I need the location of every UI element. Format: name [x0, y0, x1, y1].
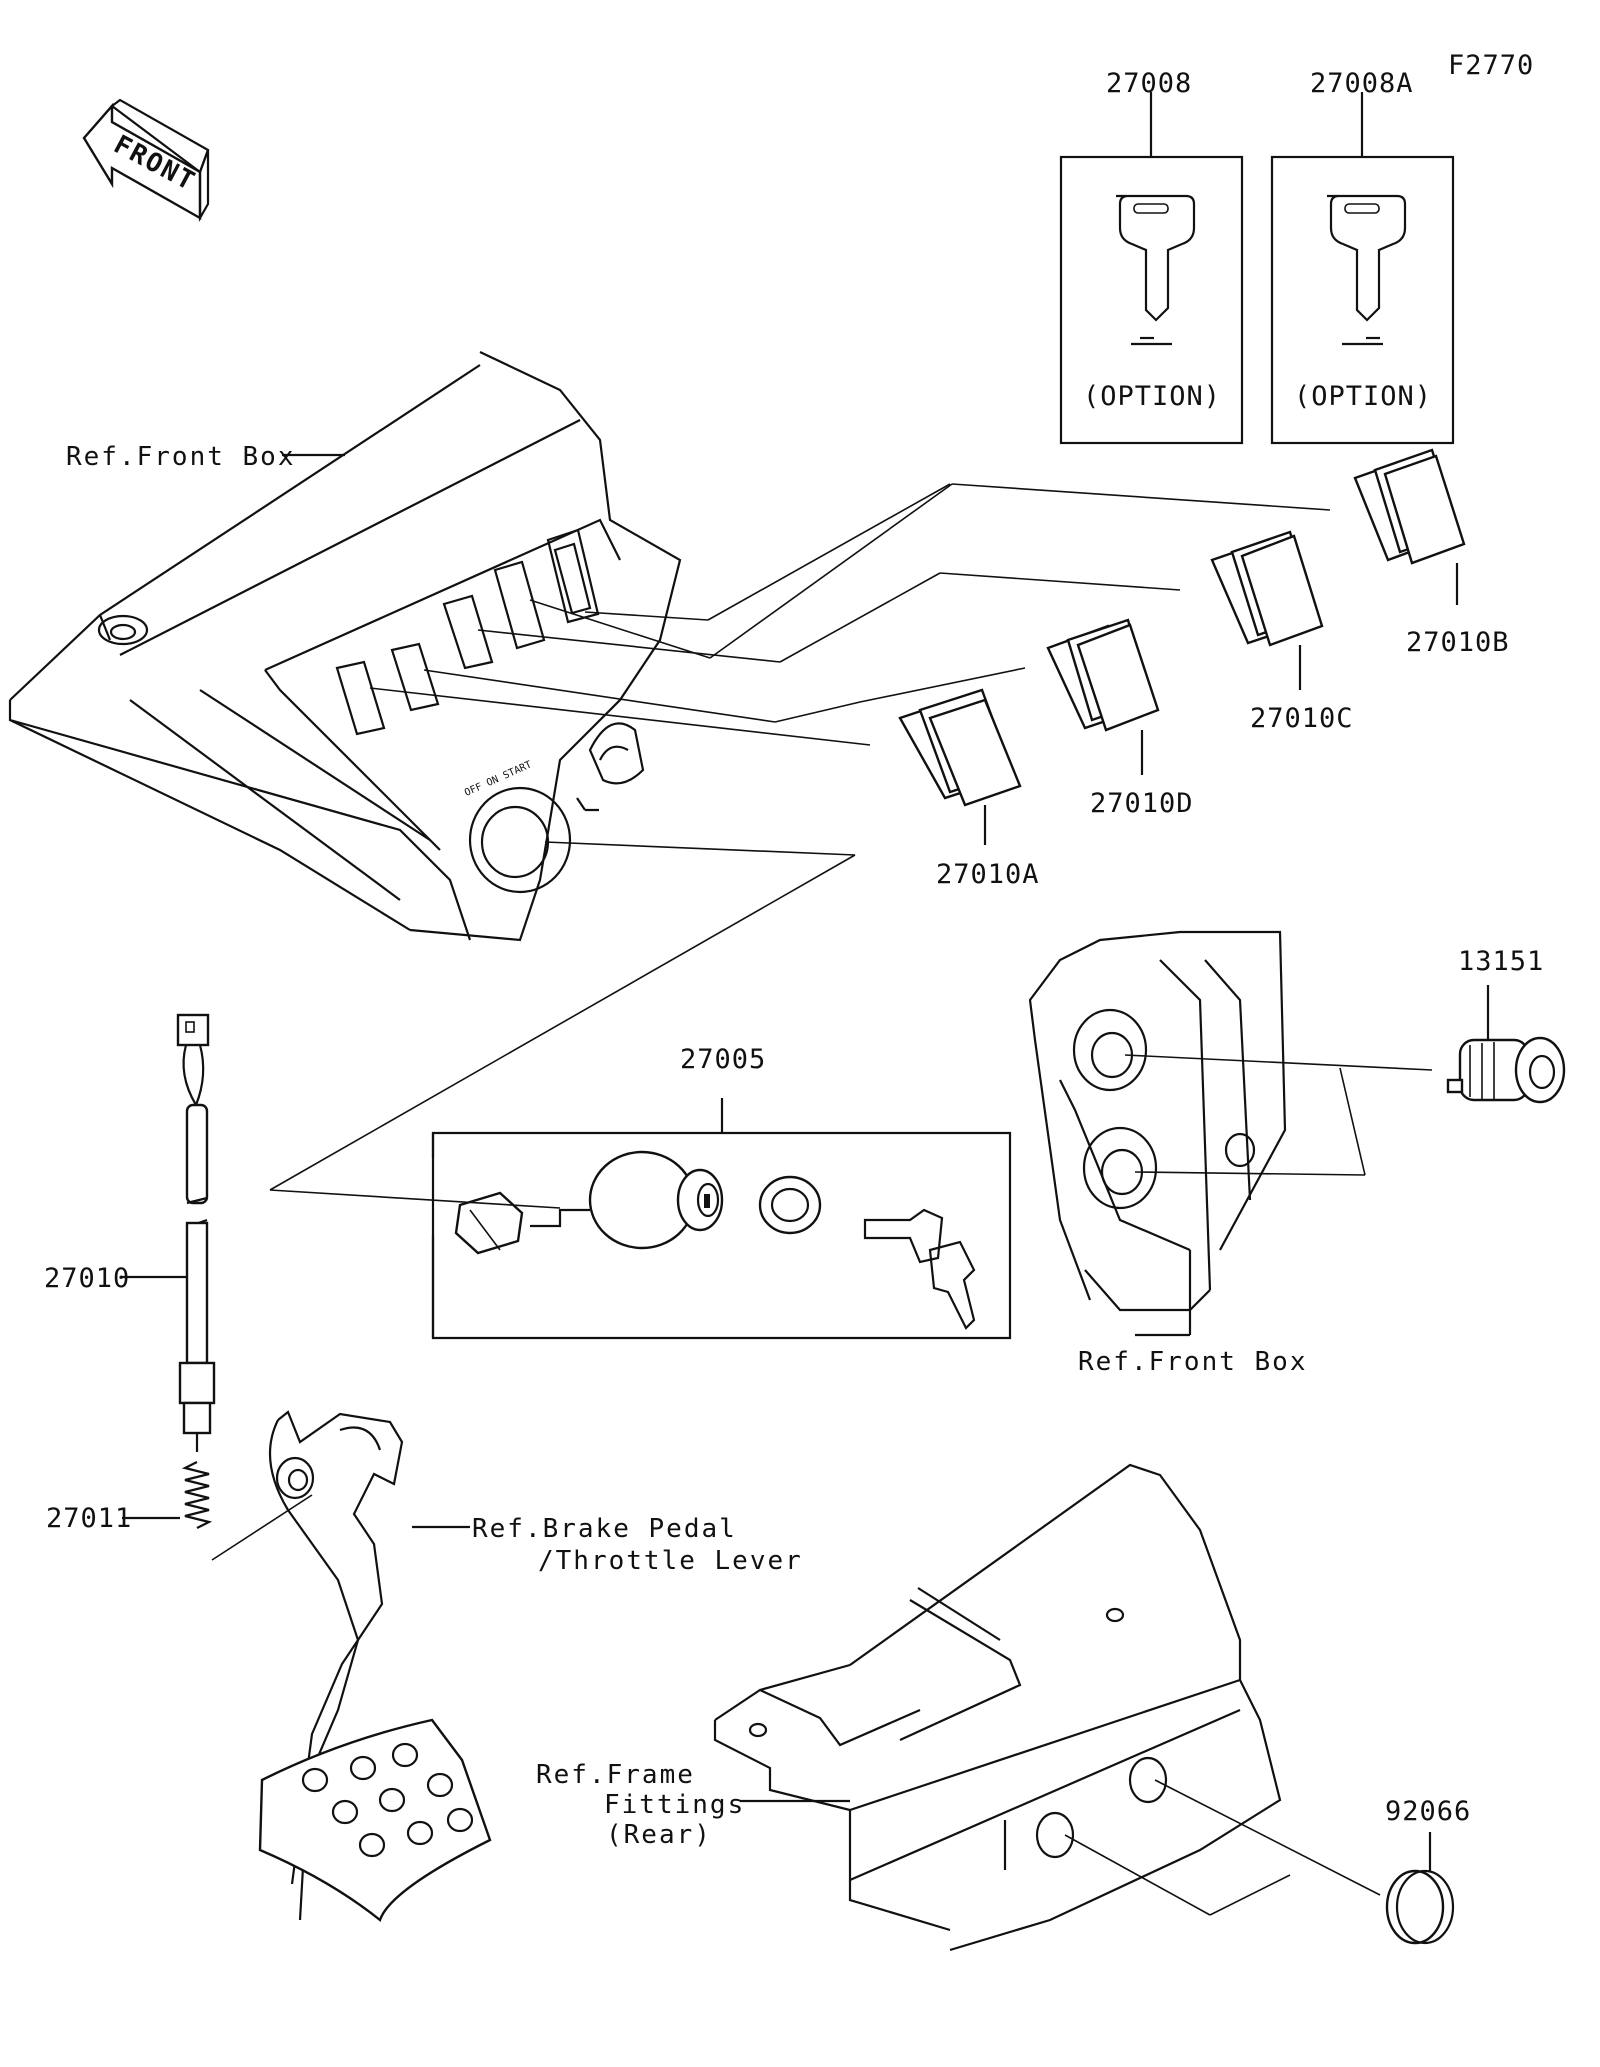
- rocker-switch-27010C: 27010C: [1210, 530, 1354, 734]
- part-27005-number: 27005: [680, 1044, 766, 1075]
- ref-frame-line3: (Rear): [606, 1820, 712, 1850]
- part-27010A-number: 27010A: [936, 859, 1040, 890]
- key-icon: [1116, 194, 1196, 322]
- cap-92066: 92066: [1385, 1796, 1471, 1945]
- rocker-switch-27010B: 27010B: [1353, 448, 1510, 658]
- part-27008A-number: 27008A: [1310, 68, 1414, 99]
- part-27010B-number: 27010B: [1406, 627, 1510, 658]
- ref-brake-pedal-line2: /Throttle Lever: [538, 1546, 803, 1576]
- front-box-right-drawing: [1028, 930, 1433, 1337]
- option-key-box-27008A: 27008A (OPTION): [1270, 68, 1455, 445]
- front-arrow-icon: FRONT: [82, 98, 210, 223]
- part-27011-number: 27011: [46, 1503, 132, 1534]
- part-27010C-number: 27010C: [1250, 703, 1354, 734]
- figure-code: F2770: [1448, 50, 1534, 81]
- brake-switch-27010: 27010: [44, 1013, 216, 1452]
- part-27008-note: (OPTION): [1083, 381, 1221, 412]
- part-27008-number: 27008: [1106, 68, 1192, 99]
- key-icon: [928, 1240, 976, 1330]
- part-13151-number: 13151: [1458, 946, 1544, 977]
- ignition-kit-box-27005: 27005: [431, 1044, 1012, 1340]
- rocker-switch-27010D: 27010D: [1046, 618, 1194, 819]
- rocker-switch-27010A: 27010A: [898, 688, 1040, 890]
- front-box-top-drawing: OFF ON START: [8, 351, 1331, 942]
- ref-front-box-top: Ref.Front Box: [66, 442, 296, 472]
- power-socket-13151: 13151: [1446, 946, 1566, 1104]
- ref-frame-line1: Ref.Frame: [536, 1760, 695, 1790]
- spring-27011: 27011: [46, 1461, 213, 1534]
- part-92066-number: 92066: [1385, 1796, 1471, 1827]
- option-key-box-27008: 27008 (OPTION): [1059, 68, 1244, 445]
- brake-pedal-drawing: [258, 1410, 492, 1923]
- part-27008A-note: (OPTION): [1294, 381, 1432, 412]
- key-icon: [863, 1208, 944, 1264]
- frame-fittings-drawing: [713, 1463, 1381, 1952]
- key-icon: [1327, 194, 1407, 322]
- ref-brake-pedal-line1: Ref.Brake Pedal: [472, 1514, 737, 1544]
- part-27010D-number: 27010D: [1090, 788, 1194, 819]
- ref-front-box-right: Ref.Front Box: [1078, 1347, 1308, 1377]
- part-27010-number: 27010: [44, 1263, 130, 1294]
- ref-frame-line2: Fittings: [604, 1790, 745, 1820]
